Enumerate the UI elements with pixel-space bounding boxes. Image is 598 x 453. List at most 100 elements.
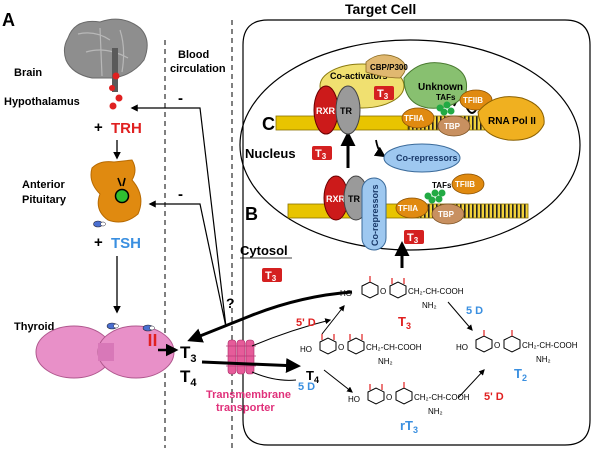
cbp-shape [365, 54, 406, 79]
rxr-bottom-label: RXR [326, 194, 346, 204]
svg-text:NH₂: NH₂ [536, 355, 551, 364]
svg-text:O: O [386, 393, 392, 402]
t4-to-rt3-enzyme: 5 D [298, 381, 315, 393]
tbp-bottom-shape [431, 203, 465, 225]
svg-text:NH₂: NH₂ [428, 407, 443, 416]
t4-to-t3-enzyme: 5' D [296, 317, 316, 329]
corepressors-free-shape [383, 143, 461, 173]
tafs-top-dots [436, 101, 455, 116]
tafs-bottom-label: TAFs [432, 181, 452, 190]
rnapol-label: RNA Pol II [488, 116, 536, 127]
panel-label-b: B [245, 204, 258, 224]
corepressors-free-label: Co-repressors [396, 153, 458, 163]
feedback-to-hypothalamus [130, 104, 227, 328]
pituitary-feedback-minus: - [178, 186, 183, 203]
tr-top-label: TR [340, 106, 352, 116]
svg-text:CH₂-CH-COOH: CH₂-CH-COOH [366, 343, 422, 352]
rnapol-shape [477, 96, 545, 141]
svg-text:HO: HO [340, 289, 352, 298]
cytosol-t3-badge-2 [404, 230, 424, 244]
cbp-label: CBP/P300 [370, 63, 408, 72]
corepressors-bound-shape [361, 177, 387, 251]
corepressor-release-arrow [373, 139, 386, 158]
tfiib-bottom-label: TFIIB [455, 180, 475, 189]
transporter-label-line2: transporter [216, 402, 275, 414]
svg-text:O: O [338, 343, 344, 352]
cytosol-t3-badge [262, 268, 282, 282]
t2-molecule: HO O CH₂-CH-COOH NH₂ [456, 330, 578, 364]
unknown-label: Unknown [418, 82, 463, 93]
complex-t3-badge-text: T3 [377, 88, 389, 101]
target-cell-membrane [242, 19, 591, 446]
tfiib-top-label: TFIIB [463, 96, 483, 105]
tfiia-top-shape [401, 107, 435, 129]
nucleus-t3-badge [312, 146, 332, 160]
svg-text:HO: HO [456, 343, 468, 352]
corepressors-bound-label: Co-repressors [370, 184, 380, 246]
tafs-top-label: TAFs [436, 93, 456, 102]
transporter-link-arrow [251, 371, 297, 381]
rt3-molecule: HO O CH₂-CH-COOH NH₂ [348, 382, 470, 416]
svg-text:HO: HO [300, 345, 312, 354]
svg-text:HO: HO [348, 395, 360, 404]
tr-bottom-label: TR [348, 194, 360, 204]
rt3-to-t2-enzyme: 5' D [484, 391, 504, 403]
svg-text:O: O [494, 341, 500, 350]
blood-t4: T4 [180, 367, 197, 389]
svg-text:CH₂-CH-COOH: CH₂-CH-COOH [408, 287, 464, 296]
unknown-transport-question: ? [226, 295, 235, 311]
t3-entry-arrow [251, 318, 332, 347]
tafs-bottom-dots [424, 189, 446, 204]
coactivators-label: Co-activators [330, 71, 388, 81]
rt3-to-t2-arrow [457, 369, 485, 399]
nucleus-title: Nucleus [245, 146, 296, 161]
rt3-molecule-label: rT3 [400, 418, 418, 435]
tfiib-bottom-shape [451, 173, 485, 195]
tr-top-shape [335, 85, 361, 135]
t2-molecule-label: T2 [514, 366, 527, 383]
nucleus-t3-badge-text: T3 [315, 148, 327, 161]
tsh-label: TSH [111, 235, 141, 252]
cytosol-t3-badge-2-text: T3 [407, 232, 419, 245]
t3-to-t2-enzyme: 5 D [466, 305, 483, 317]
transmembrane-transporter [226, 339, 256, 375]
tfiia-bottom-label: TFIIA [398, 204, 418, 213]
tbp-bottom-label: TBP [438, 210, 455, 219]
svg-text:CH₂-CH-COOH: CH₂-CH-COOH [414, 393, 470, 402]
complex-t3-badge [374, 86, 394, 100]
trh-plus: + [94, 119, 103, 136]
pituitary-icon [90, 159, 142, 228]
cytosol-title: Cytosol [240, 243, 288, 258]
anterior-label-line1: Anterior [22, 179, 66, 191]
thyroid-label: Thyroid [14, 321, 54, 333]
t3-to-t2-arrow [447, 301, 473, 331]
feedback-to-pituitary [148, 200, 227, 328]
trh-label: TRH [111, 120, 142, 137]
svg-text:NH₂: NH₂ [378, 357, 393, 366]
cytosol-t3-badge-text: T3 [265, 270, 277, 283]
tsh-plus: + [94, 234, 103, 251]
panel-label-c: C [262, 114, 275, 134]
t4-molecule: HO O CH₂-CH-COOH NH₂ [300, 334, 422, 366]
svg-text:O: O [380, 287, 386, 296]
target-cell-title: Target Cell [345, 1, 416, 17]
t4-to-rt3-arrow [323, 369, 353, 393]
brain-label: Brain [14, 67, 42, 79]
blood-title-line1: Blood [178, 49, 209, 61]
anterior-label-line2: Pituitary [22, 194, 67, 206]
svg-text:CH₂-CH-COOH: CH₂-CH-COOH [522, 341, 578, 350]
t4-molecule-label: T4 [306, 368, 319, 385]
thyroid-icon [35, 322, 175, 379]
brain-icon [63, 18, 148, 110]
hypothalamus-feedback-minus: - [178, 90, 183, 107]
t4-entry-arrow [201, 358, 301, 373]
t3-efflux-arrow [187, 290, 353, 343]
tfiia-bottom-shape [395, 197, 429, 219]
t3-molecule-label: T3 [398, 314, 411, 331]
t4-to-t3-arrow [321, 305, 345, 335]
nucleus-membrane [239, 39, 581, 251]
tbp-top-shape [437, 115, 471, 137]
blood-t3: T3 [180, 343, 197, 365]
